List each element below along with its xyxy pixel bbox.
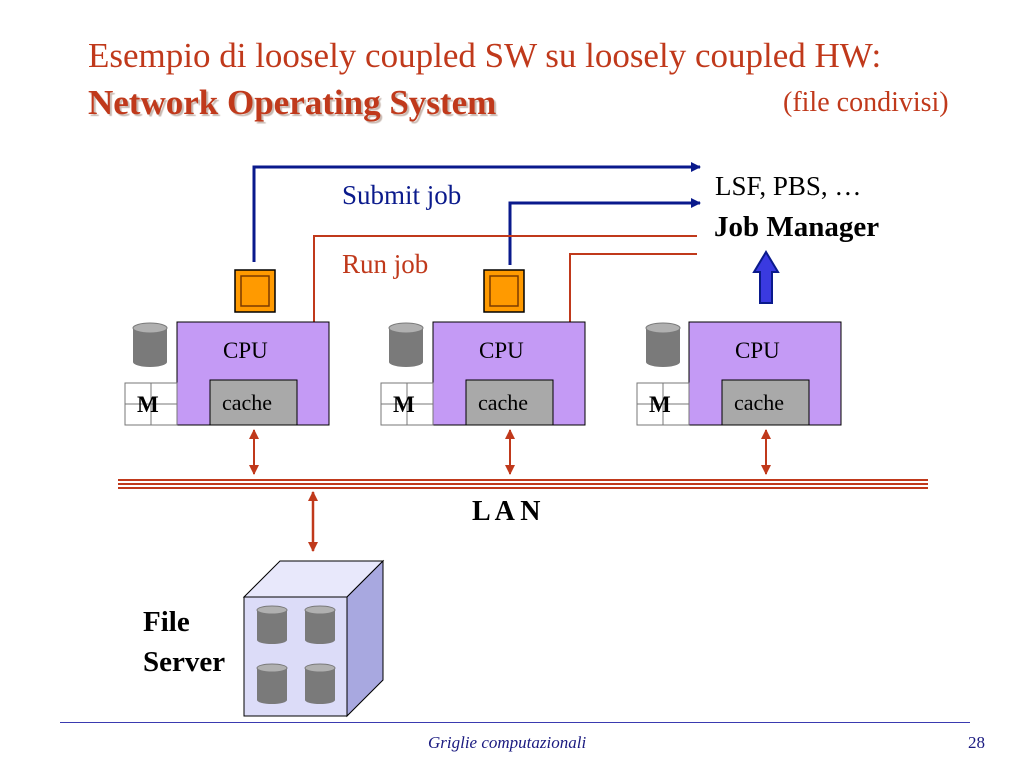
- node-3: [636, 321, 842, 426]
- lsf-label: LSF, PBS, …: [715, 171, 862, 201]
- disk-icon: [388, 322, 424, 367]
- disk-icon: [645, 322, 681, 367]
- footer-title: Griglie computazionali: [428, 733, 587, 752]
- up-arrow: [752, 250, 780, 304]
- cache-label: cache: [734, 390, 785, 415]
- node-1: [124, 321, 330, 426]
- run-arrow-2: [565, 253, 697, 344]
- footer-divider: [60, 722, 970, 723]
- node-2: [380, 321, 586, 426]
- slide-title-line1: Esempio di loosely coupled SW su loosely…: [88, 36, 882, 75]
- page-number: 28: [968, 733, 985, 752]
- memory-label: M: [393, 392, 415, 417]
- slide-title-note: (file condivisi): [783, 87, 949, 118]
- cpu-label: CPU: [735, 338, 780, 363]
- cache-label: cache: [222, 390, 273, 415]
- cache-label: cache: [478, 390, 529, 415]
- disk-icon: [256, 663, 288, 704]
- file-server-icon: [242, 559, 385, 718]
- run-arrow-1: [309, 235, 697, 344]
- disk-icon: [304, 605, 336, 644]
- slide-title-main: Network Operating System: [88, 83, 497, 122]
- lan-label: L A N: [472, 496, 541, 527]
- run-job-label: Run job: [342, 249, 429, 279]
- submit-job-label: Submit job: [342, 180, 462, 210]
- disk-icon: [132, 322, 168, 367]
- cpu-label: CPU: [479, 338, 524, 363]
- disk-icon: [304, 663, 336, 704]
- submit-arrow-1: [252, 162, 701, 262]
- memory-label: M: [137, 392, 159, 417]
- job-manager-label: Job Manager: [714, 211, 880, 243]
- terminal-icon: [483, 269, 525, 313]
- cpu-label: CPU: [223, 338, 268, 363]
- memory-label: M: [649, 392, 671, 417]
- lan-bus: [118, 479, 928, 489]
- disk-icon: [256, 605, 288, 644]
- submit-arrow-2: [508, 198, 701, 265]
- file-server-label-line2: Server: [143, 646, 226, 678]
- file-server-label-line1: File: [143, 606, 190, 638]
- terminal-icon: [234, 269, 276, 313]
